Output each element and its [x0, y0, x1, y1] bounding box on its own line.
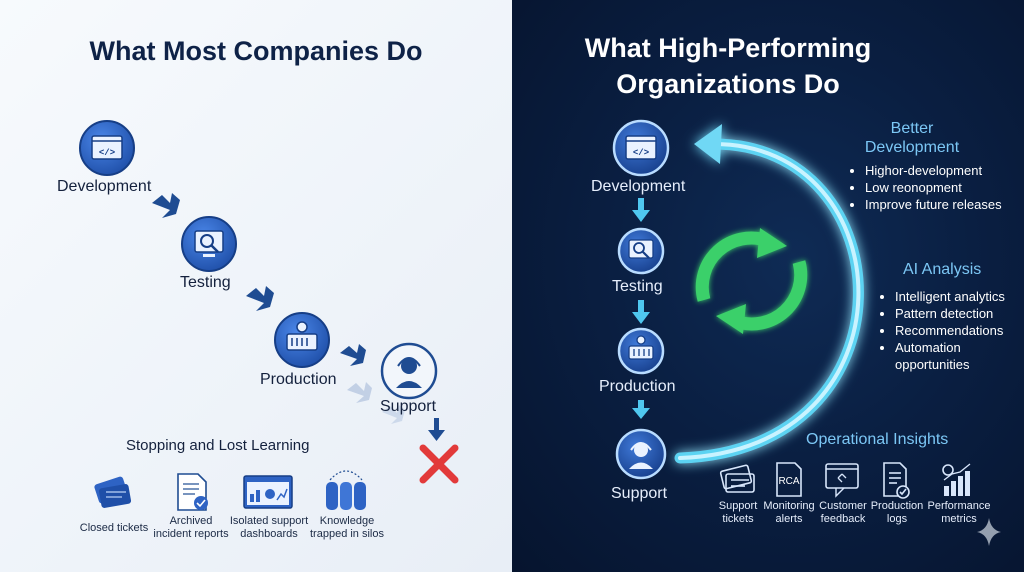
right-flow-arrows: [632, 198, 650, 419]
database-icon: [326, 470, 366, 510]
left-label-development: Development: [57, 178, 152, 195]
right-support-icon: [615, 428, 667, 480]
arrow-prod-to-support-r: [632, 400, 650, 419]
svg-text:</>: </>: [99, 148, 115, 158]
ticket-stack-icon: [719, 464, 755, 493]
rca-label: RCA: [778, 476, 799, 487]
metrics-icon: [942, 463, 971, 496]
left-flow-arrows: [152, 193, 366, 366]
left-testing-icon: [181, 216, 237, 272]
left-production-icon: [274, 312, 330, 368]
right-label-testing: Testing: [612, 278, 663, 295]
dashboard-icon: [243, 475, 293, 509]
right-testing-icon: [617, 227, 665, 275]
right-label-production: Production: [599, 378, 676, 395]
ai-bullet-continued: opportunities: [895, 357, 970, 372]
better-dev-bullet: Highor-development: [865, 162, 1002, 179]
right-label-support: Support: [611, 485, 668, 502]
ai-bullet: Automation: [895, 339, 1005, 356]
artifact-closed-tickets: Closed tickets: [79, 522, 149, 534]
left-support-icon: [380, 342, 438, 400]
left-title: What Most Companies Do: [89, 36, 423, 66]
logs-icon: [883, 462, 910, 499]
rca-icon: RCA: [776, 462, 802, 497]
left-support-down-arrow: [428, 418, 445, 441]
left-label-support: Support: [380, 398, 437, 415]
red-x-icon: [419, 444, 459, 484]
right-production-icon: [617, 327, 665, 375]
left-faded-arrow: [347, 382, 405, 424]
arrow-dev-to-test: [152, 193, 180, 218]
lost-learning-heading: Stopping and Lost Learning: [126, 437, 310, 454]
right-development-icon: </>: [612, 119, 670, 177]
tickets-icon: [94, 476, 132, 508]
better-development-list: Highor-development Low reonopment Improv…: [853, 162, 1002, 213]
right-label-development: Development: [591, 178, 686, 195]
arrow-prod-to-support: [340, 344, 366, 366]
arrow-test-to-prod-r: [632, 300, 650, 324]
better-dev-bullet: Improve future releases: [865, 196, 1002, 213]
ai-bullet: Recommendations: [895, 322, 1005, 339]
arrow-test-to-prod: [246, 286, 274, 311]
sparkle-icon: [977, 518, 1001, 546]
better-dev-bullet: Low reonopment: [865, 179, 1002, 196]
ai-analysis-heading: AI Analysis: [903, 261, 982, 278]
right-panel: [512, 0, 1024, 572]
left-label-testing: Testing: [180, 274, 231, 291]
ai-analysis-list: Intelligent analytics Pattern detection …: [883, 288, 1005, 373]
feedback-icon: [825, 463, 859, 498]
ai-cycle-icon: [695, 228, 808, 334]
operational-insights-heading: Operational Insights: [806, 431, 949, 448]
left-label-production: Production: [260, 371, 337, 388]
arrow-dev-to-test-r: [632, 198, 650, 222]
feedback-loop-arrow: [674, 124, 864, 464]
svg-text:</>: </>: [633, 148, 649, 158]
left-development-icon: </>: [79, 120, 135, 176]
document-icon: [177, 473, 208, 511]
ai-bullet: Intelligent analytics: [895, 288, 1005, 305]
ai-bullet: Pattern detection: [895, 305, 1005, 322]
